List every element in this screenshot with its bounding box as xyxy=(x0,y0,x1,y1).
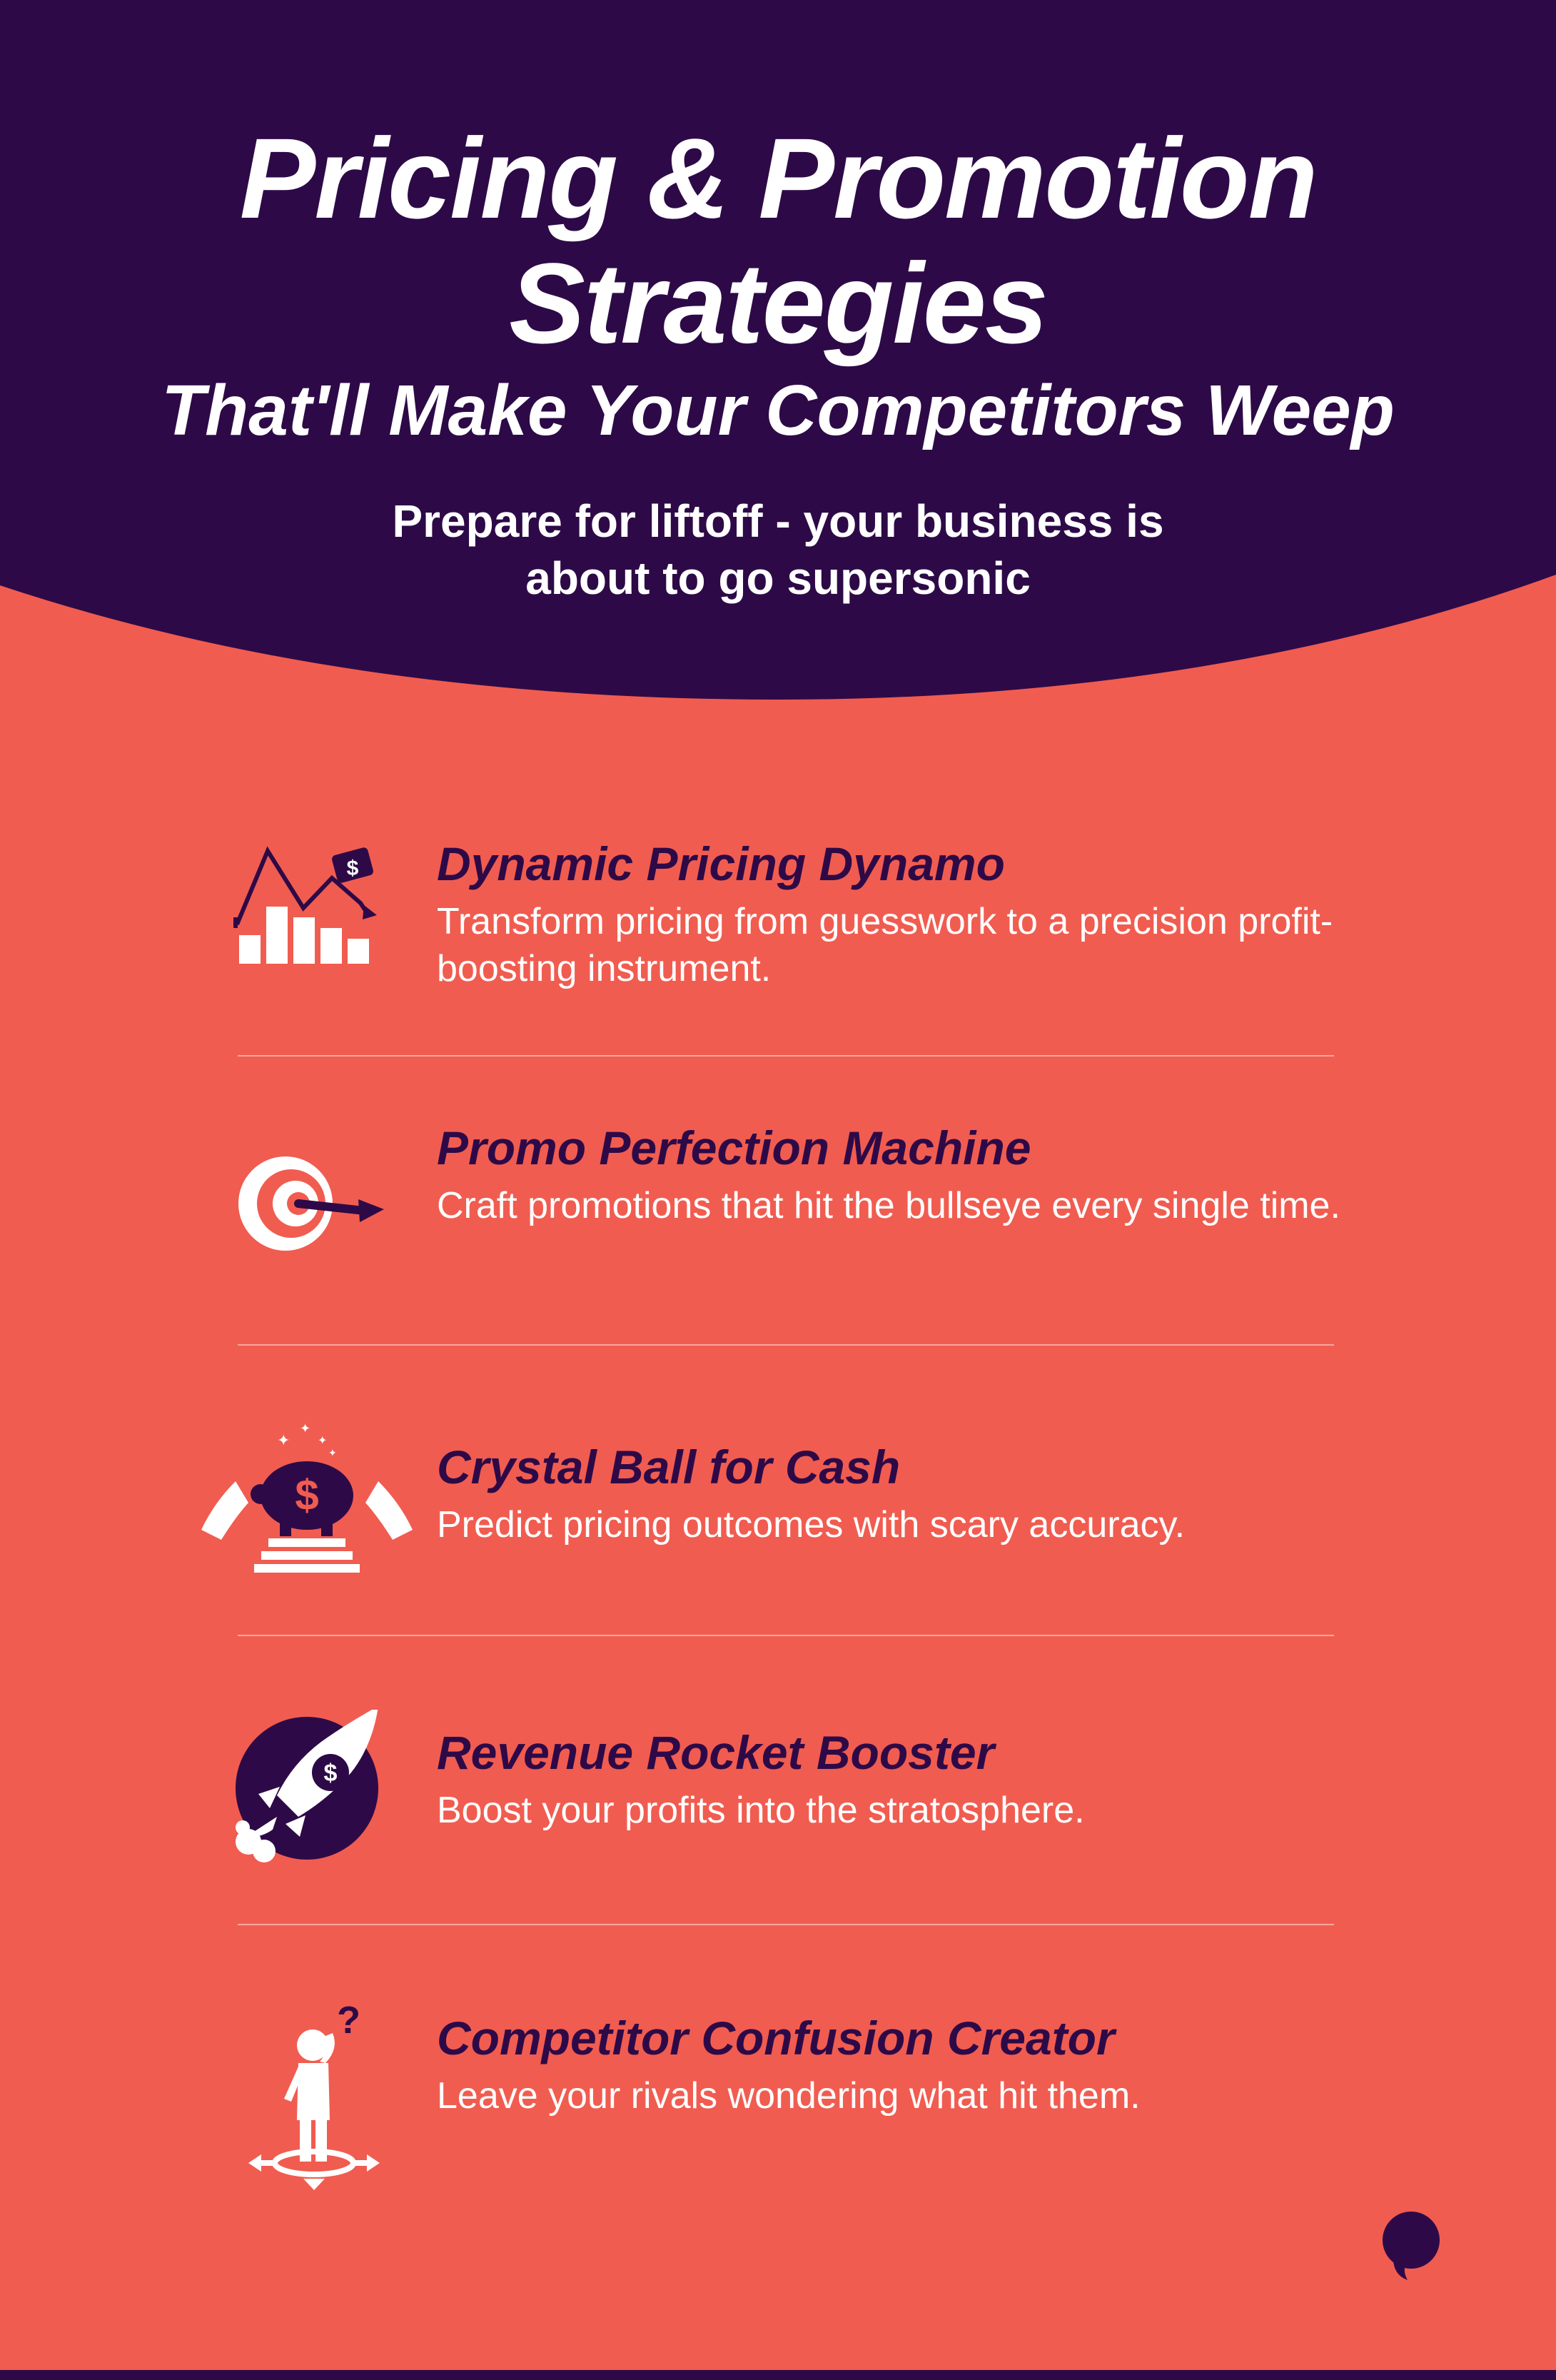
header-background xyxy=(0,0,1556,700)
item-description: Predict pricing outcomes with scary accu… xyxy=(437,1504,1186,1546)
revenue-rocket-icon: $ xyxy=(236,1710,378,1862)
divider xyxy=(238,1344,1334,1346)
bottom-bar xyxy=(0,2370,1556,2380)
bullseye-target-icon xyxy=(238,1156,384,1251)
divider xyxy=(238,1635,1334,1636)
svg-text:$: $ xyxy=(347,857,359,880)
item-title: Crystal Ball for Cash xyxy=(437,1441,901,1493)
item-title: Competitor Confusion Creator xyxy=(437,2012,1115,2064)
divider xyxy=(238,1924,1334,1925)
piggy-bank-crystal-ball-icon: ✦ ✦ ✦ ✦ $ xyxy=(201,1421,413,1573)
svg-text:$: $ xyxy=(324,1760,338,1787)
page-subtitle: That'll Make Your Competitors Weep xyxy=(161,370,1395,450)
item-description: Transform pricing from guesswork to a pr… xyxy=(437,901,1333,989)
item-description: Leave your rivals wondering what hit the… xyxy=(437,2075,1141,2117)
item-description: Craft promotions that hit the bullseye e… xyxy=(437,1185,1340,1226)
svg-text:✦: ✦ xyxy=(277,1432,290,1450)
divider xyxy=(238,1055,1334,1057)
speech-bubble-logo-icon xyxy=(1383,2212,1440,2280)
svg-text:?: ? xyxy=(337,1999,360,2042)
page-tagline: Prepare for liftoff - your business is a… xyxy=(392,495,1164,604)
confused-person-icon: ? xyxy=(248,1999,380,2190)
svg-text:✦: ✦ xyxy=(328,1448,337,1459)
item-title: Revenue Rocket Booster xyxy=(437,1726,995,1779)
item-title: Dynamic Pricing Dynamo xyxy=(437,837,1005,890)
item-title: Promo Perfection Machine xyxy=(437,1121,1031,1174)
svg-text:✦: ✦ xyxy=(318,1433,327,1447)
svg-text:✦: ✦ xyxy=(300,1421,310,1436)
page-title-line-1: Pricing & Promotion xyxy=(239,114,1318,242)
dynamic-pricing-chart-icon: $ xyxy=(233,846,377,964)
item-description: Boost your profits into the stratosphere… xyxy=(437,1790,1085,1831)
page-title-line-2: Strategies xyxy=(509,239,1049,367)
svg-text:$: $ xyxy=(295,1471,318,1519)
